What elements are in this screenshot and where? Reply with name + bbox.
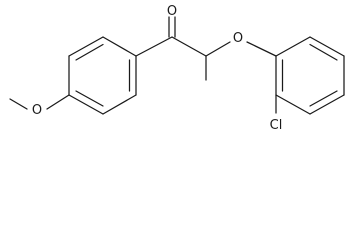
methoxyphenyl-ring [68,36,137,115]
ring1-bond-5 [68,36,104,57]
chemical-structure: O O O Cl [9,4,345,133]
ring1-bond-3 [68,94,104,115]
ring1-bond-2 [102,94,137,115]
ring2-bond-2 [309,36,345,57]
ring1-bond-6 [102,36,137,57]
carbonyl-oxygen-label: O [167,4,177,19]
methoxy-methyl-bond [9,98,28,110]
chlorine-label: Cl [270,118,283,133]
ring2-bond-4 [309,94,345,115]
structure-canvas: O O O Cl [9,4,345,133]
ring2-inner-bond-2 [309,90,338,107]
methoxy-oxygen-label: O [32,103,42,118]
ether-oxygen-label: O [233,31,243,46]
ring1-inner-bond-3 [75,43,104,61]
aryl-carbonyl-bond [135,36,173,57]
ring2-bond-5 [275,94,311,115]
methoxy-o-bond [46,94,70,110]
carbonyl-alpha-bond [171,36,207,57]
ring2-inner-bond-1 [309,43,338,61]
ring2-bond-1 [275,36,311,57]
alpha-ether-bond [205,41,231,57]
chlorophenyl-ring [275,36,345,115]
ring1-inner-bond-2 [75,90,104,107]
ether-aryl-bond [246,41,277,57]
